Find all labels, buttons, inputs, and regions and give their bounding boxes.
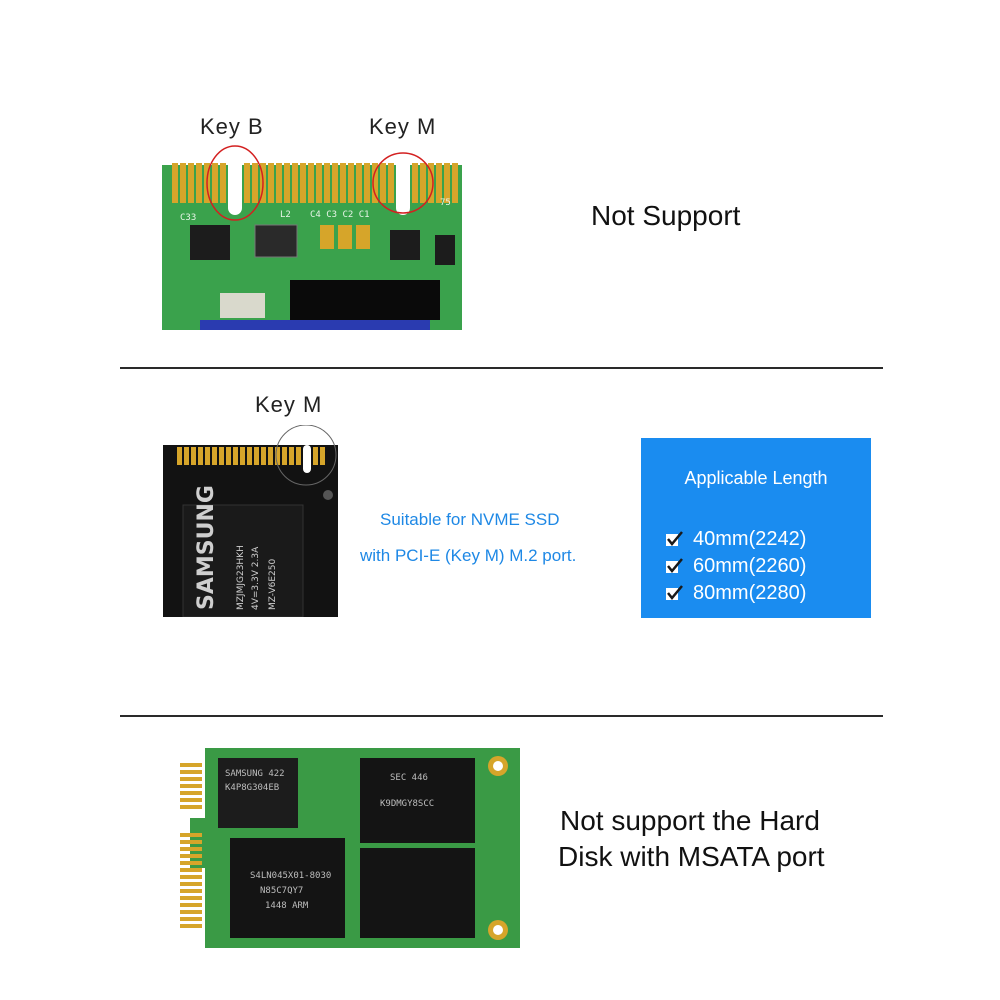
svg-text:N85C7QY7: N85C7QY7 [260,886,303,896]
applicable-length-title: Applicable Length [684,468,828,488]
msata-message-line2: Disk with MSATA port [558,841,825,872]
bm-key-card-image: C33 L2 C4 C3 C2 C1 75 [162,145,462,330]
ssd-brand-text: SAMSUNG [194,485,219,610]
key-b-label: Key B [200,114,264,139]
svg-text:K4P8G304EB: K4P8G304EB [225,783,279,793]
svg-text:1448 ARM: 1448 ARM [265,901,309,911]
length-item-label: 80mm(2280) [693,581,807,604]
nvme-description-line1: Suitable for NVME SSD [380,510,560,529]
svg-text:4V=3.3V 2.3A: 4V=3.3V 2.3A [251,546,261,610]
divider-top [120,367,883,369]
msata-card-image: SAMSUNG 422 K4P8G304EB SEC 446 K9DMGY8SC… [180,748,520,948]
nvme-ssd-image: SAMSUNG MZJMJG23HKH 4V=3.3V 2.3A MZ-V6E2… [163,425,338,617]
divider-bottom [120,715,883,717]
length-item: 60mm(2260) [665,553,806,579]
msata-message-line1: Not support the Hard [560,805,820,836]
svg-text:75: 75 [440,198,451,208]
svg-text:L2: L2 [280,210,291,220]
svg-text:MZJMJG23HKH: MZJMJG23HKH [236,545,246,610]
not-support-message: Not Support [591,200,741,231]
nvme-description-line2: with PCI-E (Key M) M.2 port. [360,546,577,565]
length-item: 40mm(2242) [665,526,806,552]
svg-text:SAMSUNG 422: SAMSUNG 422 [225,769,285,779]
checkbox-checked-icon [666,558,683,573]
svg-text:C4 C3 C2 C1: C4 C3 C2 C1 [310,210,370,220]
svg-text:S4LN045X01-8030: S4LN045X01-8030 [250,871,331,881]
checkbox-checked-icon [666,585,683,600]
length-item-label: 60mm(2260) [693,554,807,577]
length-item-label: 40mm(2242) [693,527,807,550]
key-m-label-top: Key M [369,114,437,139]
checkbox-checked-icon [666,531,683,546]
svg-text:MZ-V6E250: MZ-V6E250 [268,558,278,610]
svg-text:C33: C33 [180,213,196,223]
svg-text:SEC 446: SEC 446 [390,773,428,783]
svg-text:K9DMGY8SCC: K9DMGY8SCC [380,799,434,809]
length-item: 80mm(2280) [665,580,806,606]
applicable-length-panel: Applicable Length 40mm(2242) 60mm(2260) … [641,438,871,618]
key-m-label-middle: Key M [255,392,323,417]
